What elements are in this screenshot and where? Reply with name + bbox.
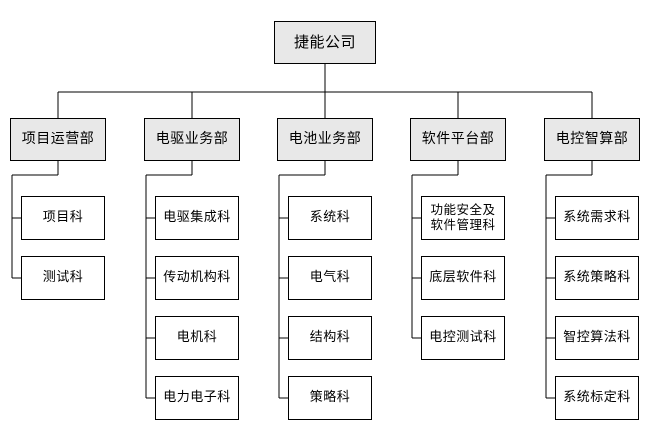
node-section-2-2: 传动机构科: [155, 256, 239, 300]
node-section-5-3: 智控算法科: [555, 316, 639, 360]
node-section-4-2: 底层软件科: [421, 256, 505, 300]
node-department-1: 项目运营部: [10, 118, 106, 161]
node-section-2-1: 电驱集成科: [155, 196, 239, 240]
node-department-5: 电控智算部: [544, 118, 640, 161]
node-root-company-label: 捷能公司: [293, 32, 356, 51]
node-section-1-2: 测试科: [21, 256, 105, 300]
node-section-5-1-label: 系统需求科: [563, 210, 631, 226]
node-section-2-4-label: 电力电子科: [163, 390, 231, 406]
node-section-2-1-label: 电驱集成科: [163, 210, 231, 226]
node-section-1-1-label: 项目科: [42, 210, 84, 226]
node-department-4-label: 软件平台部: [421, 131, 495, 148]
node-section-3-1-label: 系统科: [309, 210, 351, 226]
node-section-4-2-label: 底层软件科: [429, 270, 497, 286]
node-section-5-4-label: 系统标定科: [563, 390, 631, 406]
node-section-5-4: 系统标定科: [555, 376, 639, 420]
node-section-3-2: 电气科: [288, 256, 372, 300]
node-section-2-4: 电力电子科: [155, 376, 239, 420]
node-section-5-3-label: 智控算法科: [563, 330, 631, 346]
node-department-2: 电驱业务部: [144, 118, 240, 161]
node-section-5-2: 系统策略科: [555, 256, 639, 300]
node-section-3-3: 结构科: [288, 316, 372, 360]
node-department-4: 软件平台部: [410, 118, 506, 161]
node-department-5-label: 电控智算部: [555, 131, 629, 148]
node-section-1-1: 项目科: [21, 196, 105, 240]
node-department-3-label: 电池业务部: [288, 131, 362, 148]
node-root-company: 捷能公司: [274, 21, 376, 64]
node-section-2-3: 电机科: [155, 316, 239, 360]
node-section-5-2-label: 系统策略科: [563, 270, 631, 286]
node-section-3-1: 系统科: [288, 196, 372, 240]
node-section-2-2-label: 传动机构科: [163, 270, 231, 286]
node-department-2-label: 电驱业务部: [155, 131, 229, 148]
node-section-1-2-label: 测试科: [42, 270, 84, 286]
node-section-3-2-label: 电气科: [309, 270, 351, 286]
node-department-1-label: 项目运营部: [21, 131, 95, 148]
node-section-3-4-label: 策略科: [309, 390, 351, 406]
node-section-3-4: 策略科: [288, 376, 372, 420]
node-section-2-3-label: 电机科: [176, 330, 218, 346]
node-section-5-1: 系统需求科: [555, 196, 639, 240]
node-section-4-3: 电控测试科: [421, 316, 505, 360]
node-section-3-3-label: 结构科: [309, 330, 351, 346]
node-department-3: 电池业务部: [277, 118, 373, 161]
node-section-4-3-label: 电控测试科: [429, 330, 497, 346]
node-section-4-1: 功能安全及 软件管理科: [421, 196, 505, 240]
node-section-4-1-label: 功能安全及 软件管理科: [430, 202, 496, 232]
